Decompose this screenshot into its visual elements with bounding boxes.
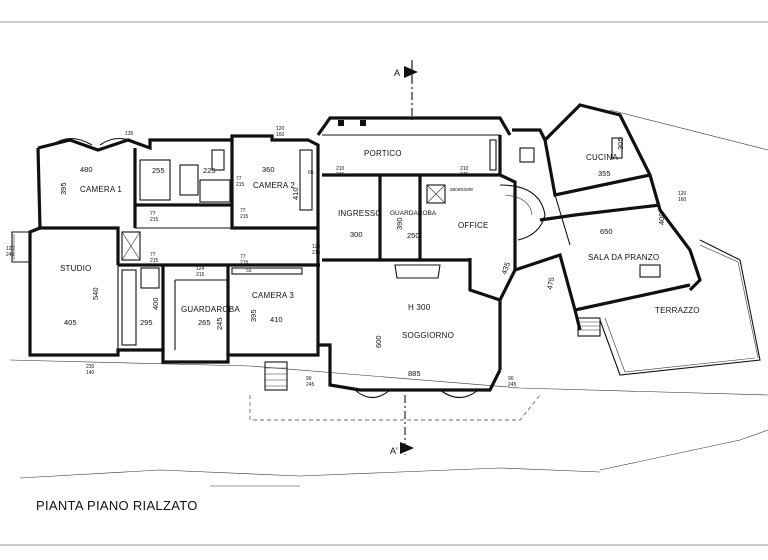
- room-label-camera2: CAMERA 2: [253, 181, 295, 190]
- dim-ingresso-w: 300: [350, 230, 363, 239]
- dim-camera2-h: 410: [291, 187, 300, 200]
- dim-bagno3-w: 295: [140, 318, 153, 327]
- dim-camera3-w: 410: [270, 315, 283, 324]
- fixtures-left: [121, 149, 313, 346]
- room-label-terrazzo: TERRAZZO: [655, 306, 700, 315]
- dim-camera1-h: 395: [59, 182, 68, 195]
- dim-camera2-w: 360: [262, 165, 275, 174]
- dim-guardaroba1-h: 245: [215, 317, 224, 330]
- dim-65: 65: [308, 170, 314, 176]
- room-label-soggiorno: SOGGIORNO: [402, 331, 454, 340]
- dim-guardaroba1-w: 265: [198, 318, 211, 327]
- left-wing-walls: [11, 134, 320, 364]
- dim-studio-h: 540: [91, 287, 100, 300]
- dim-guardaroba2-h: 390: [395, 217, 404, 230]
- dim-435: 435: [499, 261, 512, 276]
- section-marker-top: A: [394, 60, 418, 120]
- room-label-ingresso: INGRESSO: [338, 209, 382, 218]
- dim-bagno3-h: 400: [151, 297, 160, 310]
- room-label-guardaroba-2: GUARDAROBA: [390, 210, 437, 217]
- section-label-bottom: A': [390, 446, 398, 456]
- dim-soggiorno-w: 885: [408, 369, 421, 378]
- dim-camera3-h: 395: [249, 309, 258, 322]
- dim-cucina-w: 355: [598, 169, 611, 178]
- room-label-studio: STUDIO: [60, 264, 91, 273]
- section-label-top: A: [394, 68, 400, 78]
- dim-camera1-w: 480: [80, 165, 93, 174]
- dim-soggiorno-h: 600: [374, 335, 383, 348]
- label-ascensore: ascensore: [450, 187, 473, 193]
- room-label-camera1: CAMERA 1: [80, 185, 122, 194]
- dim-55: 55: [246, 268, 252, 274]
- right-wing-walls: [512, 103, 761, 376]
- dim-135: 135: [125, 131, 134, 137]
- dim-sala-pranzo-w: 650: [600, 227, 613, 236]
- room-label-cucina: CUCINA: [586, 153, 618, 162]
- room-label-portico: PORTICO: [364, 149, 402, 158]
- room-label-sala-pranzo: SALA DA PRANZO: [588, 253, 659, 262]
- section-marker-bottom: A': [390, 395, 414, 456]
- room-label-camera3: CAMERA 3: [252, 291, 294, 300]
- drawing-title: PIANTA PIANO RIALZATO: [36, 498, 198, 513]
- dim-bagno1-w: 255: [152, 166, 165, 175]
- dim-studio-w: 405: [64, 318, 77, 327]
- label-ceiling-height: H 300: [408, 303, 431, 312]
- central-walls: [316, 116, 546, 399]
- dim-bagno2-w: 225: [203, 166, 216, 175]
- room-label-office: OFFICE: [458, 221, 489, 230]
- dim-cucina-h: 305: [616, 137, 625, 150]
- entry-steps: [264, 361, 288, 391]
- room-label-guardaroba-1: GUARDAROBA: [181, 305, 240, 314]
- dim-sala-pranzo-h: 400: [657, 212, 666, 225]
- dim-475: 475: [545, 276, 556, 290]
- dim-guardaroba2-w: 250: [407, 231, 420, 240]
